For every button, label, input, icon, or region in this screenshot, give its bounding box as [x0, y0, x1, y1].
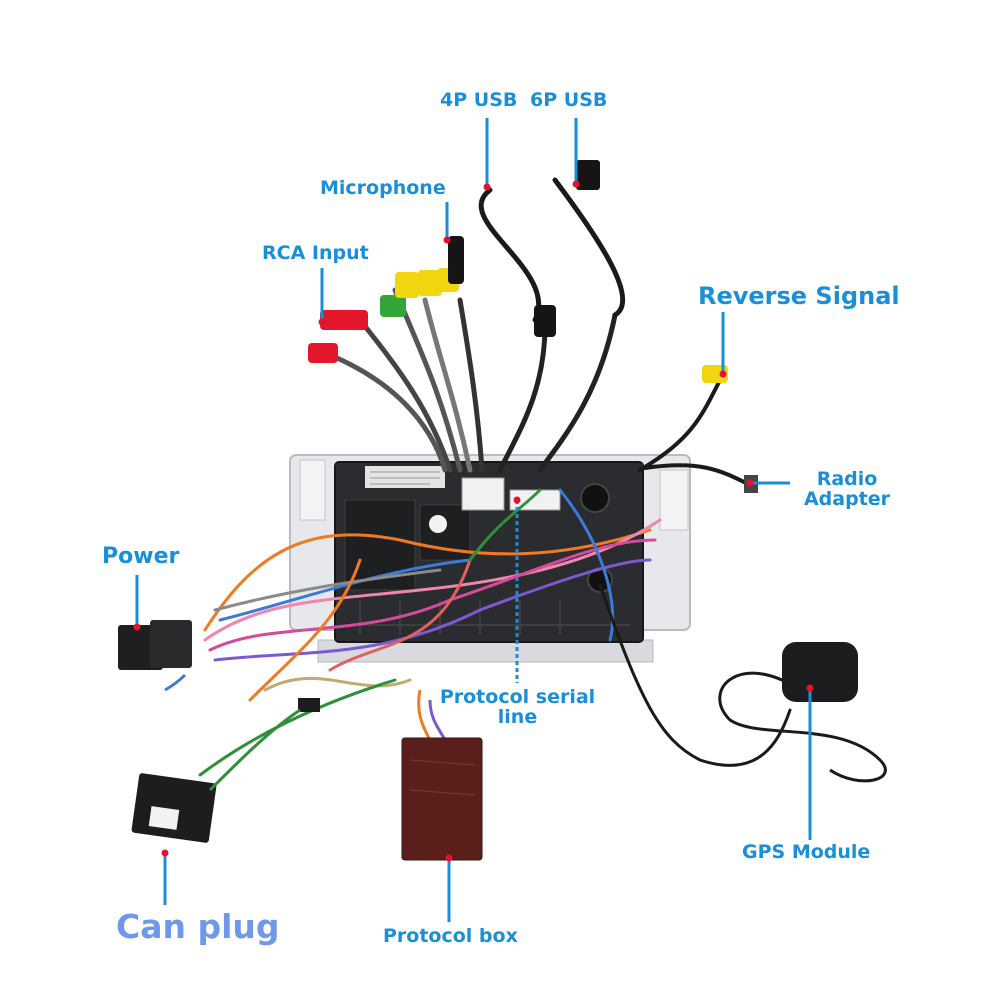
label-rca-input: RCA Input [262, 242, 369, 264]
gps-module [718, 642, 887, 783]
rca-plugs [308, 160, 758, 493]
rca-cables [327, 177, 752, 487]
label-gps-module: GPS Module [742, 841, 871, 863]
label-6p-usb: 6P USB [530, 89, 608, 111]
can-plug-module [131, 698, 320, 843]
protocol-box [401, 689, 483, 861]
label-4p-usb: 4P USB [440, 89, 518, 111]
label-can-plug: Can plug [116, 907, 280, 946]
label-power: Power [102, 544, 180, 569]
label-reverse-signal: Reverse Signal [698, 282, 900, 310]
loom-wires [198, 488, 792, 777]
power-connector [118, 620, 192, 692]
label-microphone: Microphone [320, 177, 446, 199]
label-protocol-box: Protocol box [383, 925, 518, 947]
callout-lines [135, 118, 812, 922]
head-unit [289, 454, 691, 663]
label-protocol-serial-line: Protocol serial line [439, 686, 596, 728]
callout-markers [133, 180, 814, 862]
label-radio-adapter: Radio Adapter [803, 468, 891, 510]
